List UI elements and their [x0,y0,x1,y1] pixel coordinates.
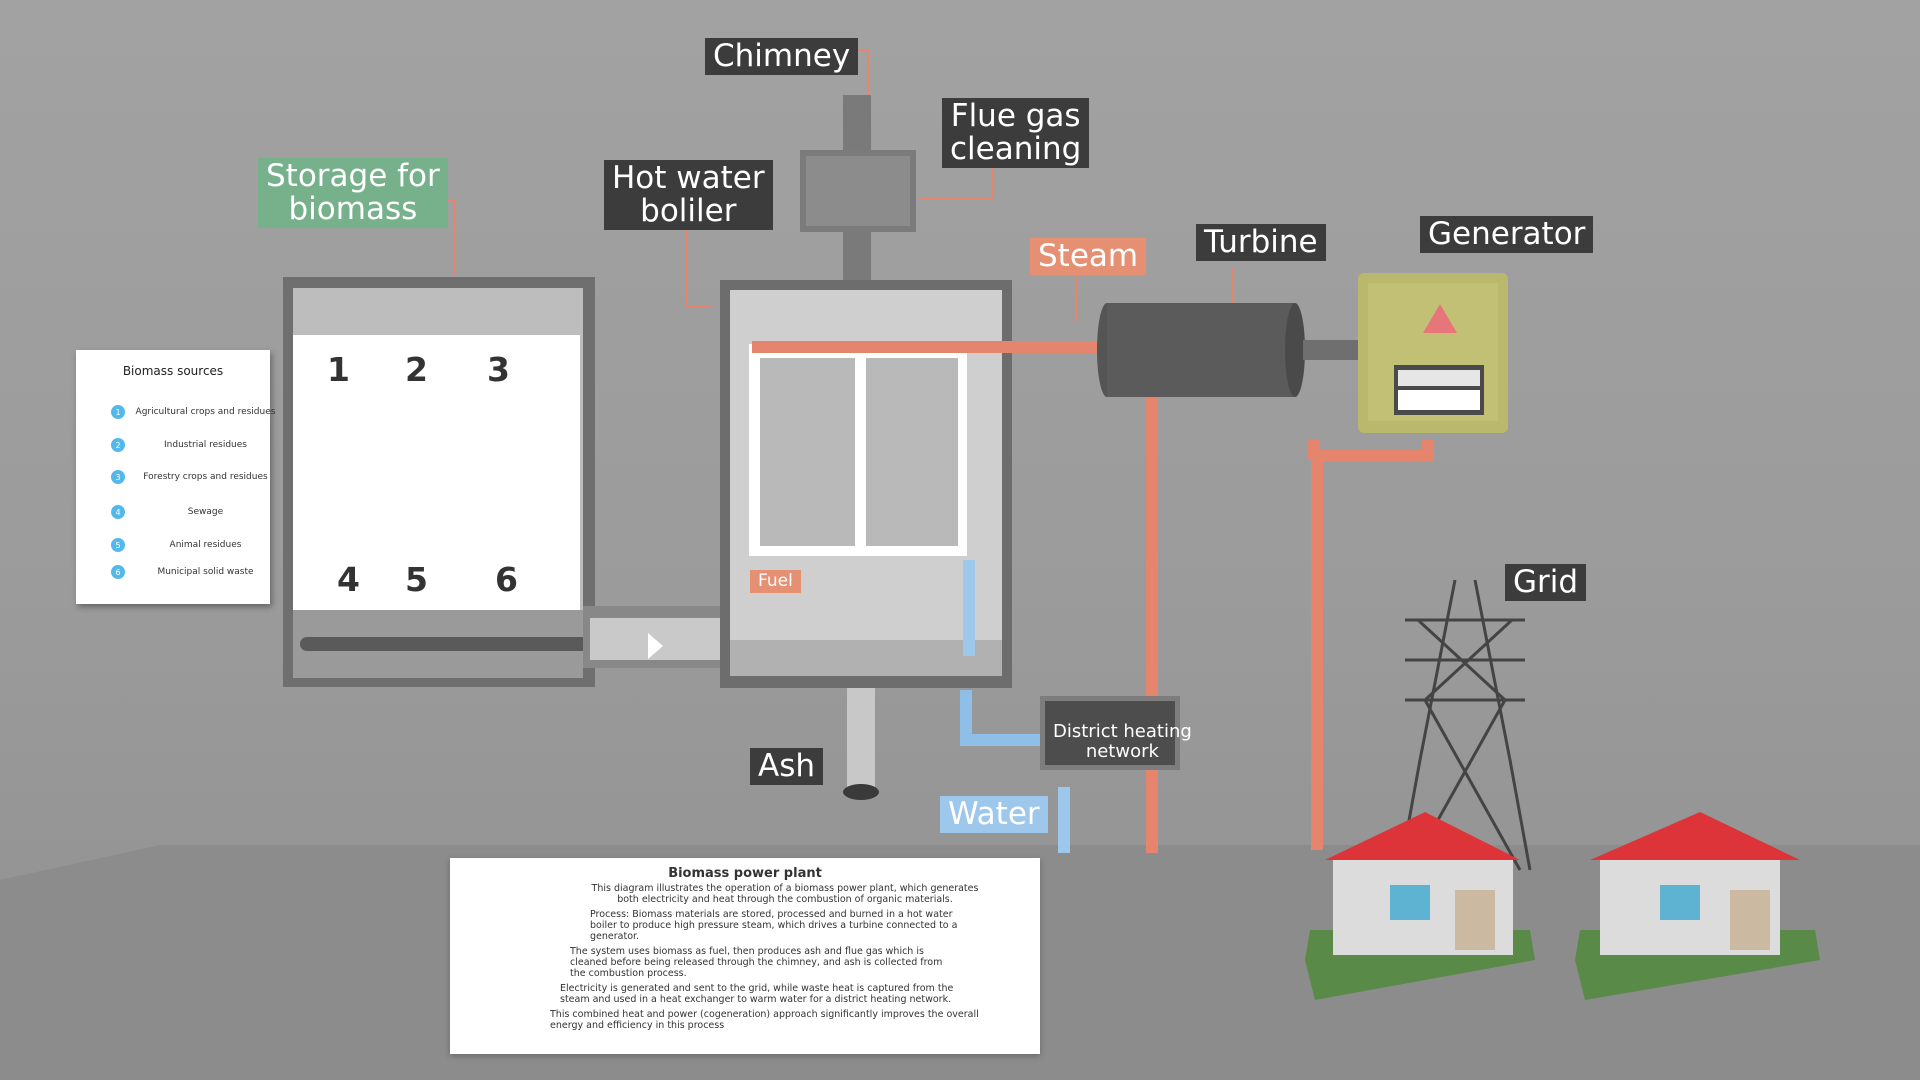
source-item-3: 3 Forestry crops and residues [111,470,276,484]
info-sheet: Biomass power plant This diagram illustr… [450,858,1040,1054]
chimney-label: Chimney [705,38,859,75]
turbine-label: Turbine [1196,224,1326,261]
sheet-bullet-4: This combined heat and power (cogenerati… [550,1009,979,1031]
number-1-icon: 1 [111,405,125,419]
number-2-icon: 2 [111,438,125,452]
generator-label: Generator [1420,216,1594,253]
source-text: Agricultural crops and residues [135,407,276,417]
biomass-sources-card: Biomass sources 1 Agricultural crops and … [76,350,275,604]
district-heating-label: District heating network [1053,721,1192,762]
biomass-sources-title: Biomass sources [122,364,224,378]
storage-number-1: 1 [327,350,350,389]
generator [1358,273,1508,433]
sheet-bullet-3: Electricity is generated and sent to the… [560,983,954,1005]
storage-number-3: 3 [487,350,510,389]
source-item-1: 1 Agricultural crops and residues [111,405,276,419]
boiler-box [720,280,1012,688]
number-4-icon: 4 [111,505,125,519]
feed-chute [583,606,725,668]
chimney [800,95,916,280]
water-pipe [960,560,1070,853]
number-5-icon: 5 [111,538,125,552]
source-text: Animal residues [169,540,242,550]
ash-label: Ash [750,748,824,785]
source-item-6: 6 Municipal solid waste [111,565,276,579]
water-label: Water [940,796,1048,833]
source-text: Industrial residues [164,440,247,450]
fuel-label: Fuel [750,570,801,593]
source-item-5: 5 Animal residues [111,538,276,552]
turbine [1097,303,1358,397]
storage-number-6: 6 [495,560,518,599]
flue-gas-cleaning-label: Flue gas cleaning [942,98,1090,168]
steam-label: Steam [1030,238,1147,275]
district-heating-box [1040,696,1180,770]
storage-label: Storage for biomass [258,158,448,228]
source-item-4: 4 Sewage [111,505,276,519]
ash-pipe [843,688,879,800]
storage-number-4: 4 [337,560,360,599]
sheet-title: Biomass power plant [668,866,822,881]
storage-number-5: 5 [405,560,428,599]
source-text: Sewage [187,507,224,517]
leader-lines [424,49,1234,322]
sheet-bullet-1: Process: Biomass materials are stored, p… [590,909,958,942]
conveyor-screw [300,637,590,651]
number-3-icon: 3 [111,470,125,484]
source-text: Forestry crops and residues [143,472,268,482]
sheet-bullet-2: The system uses biomass as fuel, then pr… [570,946,943,979]
house-1 [1305,812,1535,1000]
hot-water-boiler-label: Hot water boliler [604,160,773,230]
storage-box [283,277,595,687]
number-6-icon: 6 [111,565,125,579]
sheet-intro: This diagram illustrates the operation o… [591,883,979,905]
storage-number-2: 2 [405,350,428,389]
source-text: Municipal solid waste [157,567,254,577]
source-item-2: 2 Industrial residues [111,438,276,452]
grid-label: Grid [1505,564,1587,601]
house-2 [1575,812,1820,1000]
